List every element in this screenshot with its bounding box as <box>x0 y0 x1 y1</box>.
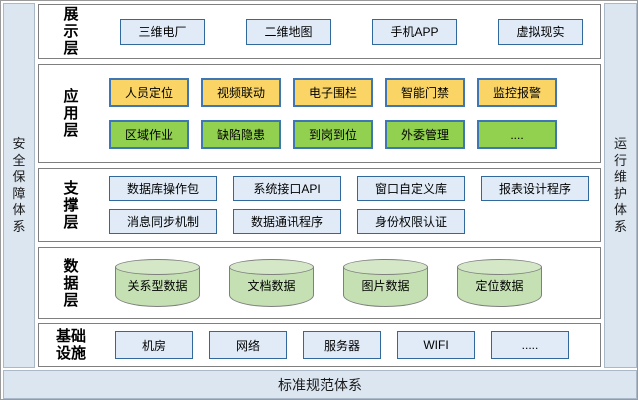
cylinder-label: 定位数据 <box>475 279 524 293</box>
bottom-bar-label: 标准规范体系 <box>278 376 362 393</box>
cylinder-label: 关系型数据 <box>127 279 188 293</box>
left-pillar-char: 障 <box>12 185 26 201</box>
cylinder-label: 文档数据 <box>247 279 296 293</box>
items-row: 数据库操作包系统接口API 窗口自定义库报表设计程序 <box>109 176 600 201</box>
layer-row-3: 数据层 关系型数据 文档数据 图片数据 定位数据 <box>38 247 601 319</box>
items-row: 消息同步机制数据通讯程序身份权限认证 <box>109 209 600 234</box>
diagram-box: 智能门禁 <box>385 78 465 107</box>
diagram-box: .... <box>477 120 557 149</box>
diagram-box: 数据库操作包 <box>109 176 217 201</box>
layer-row-4: 基础设施 机房网络服务器 WIFI..... <box>38 323 601 367</box>
layer-label: 展示层 <box>63 6 79 57</box>
diagram-box: 二维地图 <box>246 18 331 45</box>
diagram-box: 三维电厂 <box>120 18 205 45</box>
diagram-box: 区域作业 <box>109 120 189 149</box>
layer-label: 数据层 <box>63 257 79 309</box>
cylinder-top <box>229 259 314 275</box>
diagram-box: 视频联动 <box>201 78 281 107</box>
right-pillar-char: 运 <box>613 136 627 151</box>
diagram-box: 到岗到位 <box>293 120 373 149</box>
diagram-box: 手机APP <box>372 18 457 45</box>
items-row: 区域作业缺陷隐患到岗到位外委管理.... <box>109 120 600 149</box>
diagram-box: 外委管理 <box>385 120 465 149</box>
left-pillar-char: 全 <box>12 152 26 168</box>
diagram-box: 机房 <box>115 331 193 359</box>
layer-label: 基础设施 <box>55 328 86 362</box>
diagram-box: 网络 <box>209 331 287 359</box>
items-row: 三维电厂 二维地图 手机APP 虚拟现实 <box>120 18 600 45</box>
diagram-box: 电子围栏 <box>293 78 373 107</box>
diagram-box: 数据通讯程序 <box>233 209 341 234</box>
diagram-box: 监控报警 <box>477 78 557 107</box>
layer-row-1: 应用层人员定位视频联动电子围栏智能门禁监控报警区域作业缺陷隐患到岗到位外委管理.… <box>38 64 601 163</box>
items-row: 关系型数据 文档数据 图片数据 定位数据 <box>115 259 600 307</box>
database-cylinder: 定位数据 <box>457 259 542 307</box>
layers: 展示层 三维电厂 二维地图 手机APP 虚拟现实应用层 人员定位视频联动电子围栏智能门禁监… <box>38 1 601 369</box>
right-pillar-char: 行 <box>613 152 627 168</box>
diagram-box: 消息同步机制 <box>109 209 217 234</box>
cylinder-label: 图片数据 <box>361 279 410 293</box>
diagram-box: 身份权限认证 <box>357 209 465 234</box>
layer-label: 支撑层 <box>63 179 79 231</box>
items-row: 人员定位视频联动电子围栏智能门禁监控报警 <box>109 78 600 107</box>
diagram-box: 缺陷隐患 <box>201 120 281 149</box>
database-cylinder: 图片数据 <box>343 259 428 307</box>
diagram-box: 系统接口API <box>233 176 341 201</box>
diagram-box: 窗口自定义库 <box>357 176 465 201</box>
cylinder-top <box>115 259 200 275</box>
cylinder-top <box>457 259 542 275</box>
layer-row-0: 展示层 三维电厂 二维地图 手机APP 虚拟现实 <box>38 4 601 59</box>
database-cylinder: 文档数据 <box>229 259 314 307</box>
bottom-bar: 标准规范体系 <box>3 370 637 399</box>
right-pillar-char: 维 <box>613 169 627 184</box>
layer-label: 应用层 <box>63 88 79 139</box>
right-pillar: 运行维护体系 <box>604 3 637 368</box>
left-pillar: 安全保障体系 <box>3 3 35 368</box>
diagram-box: ..... <box>491 331 569 359</box>
right-pillar-char: 护 <box>613 185 627 201</box>
database-cylinder: 关系型数据 <box>115 259 200 307</box>
left-pillar-char: 安 <box>12 136 26 151</box>
diagram-box: 报表设计程序 <box>481 176 589 201</box>
left-pillar-char: 体 <box>12 202 26 217</box>
left-pillar-text: 安全保障体系 <box>12 136 25 235</box>
right-pillar-text: 运行维护体系 <box>614 136 627 235</box>
right-pillar-char: 体 <box>613 202 627 217</box>
diagram-box: 虚拟现实 <box>498 18 583 45</box>
layer-row-2: 支撑层 数据库操作包系统接口API 窗口自定义库报表设计程序消息同步机制数据通讯程序… <box>38 168 601 242</box>
items-row: 机房网络服务器 WIFI..... <box>115 331 600 359</box>
diagram-box: WIFI <box>397 331 475 359</box>
right-pillar-char: 系 <box>613 218 627 234</box>
diagram-box: 服务器 <box>303 331 381 359</box>
left-pillar-char: 系 <box>12 218 26 234</box>
left-pillar-char: 保 <box>12 169 26 184</box>
diagram-box: 人员定位 <box>109 78 189 107</box>
cylinder-top <box>343 259 428 275</box>
